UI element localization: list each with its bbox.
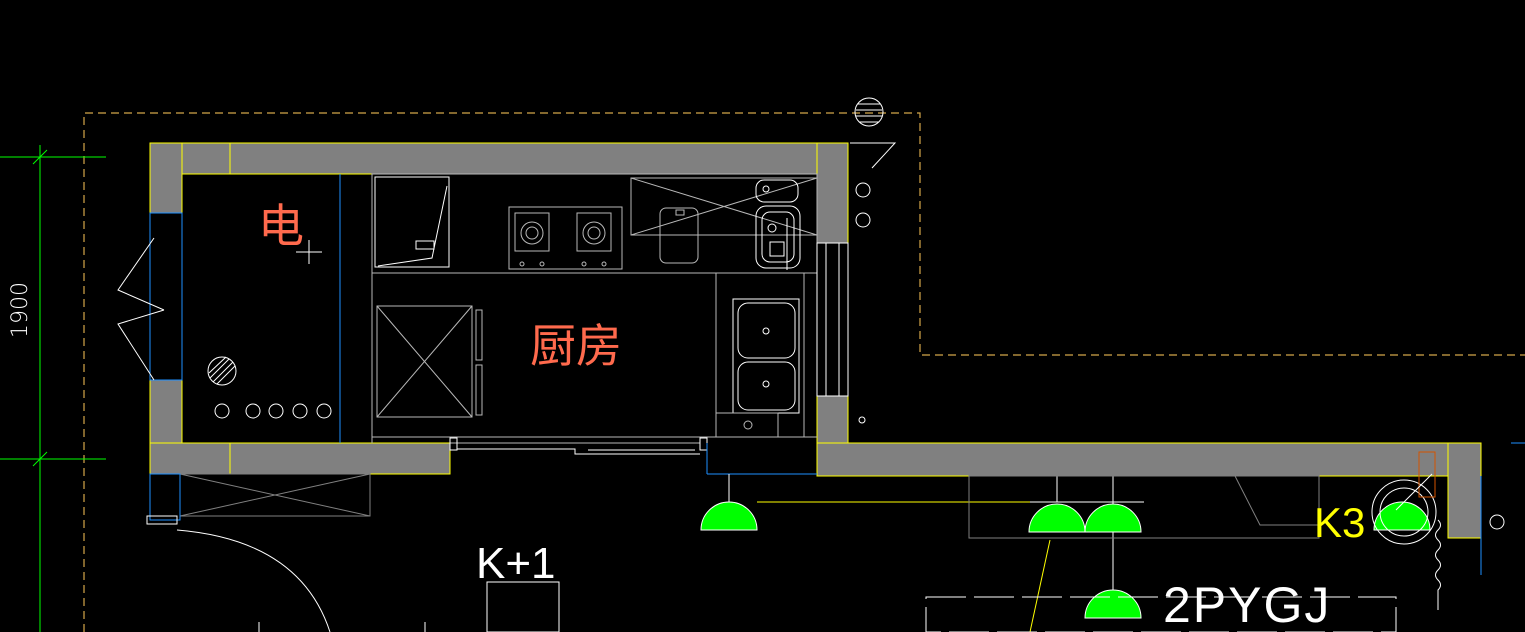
exhaust-symbol xyxy=(850,97,897,424)
double-sink xyxy=(732,298,800,414)
crosshair-mark xyxy=(296,240,322,264)
wall-bottom-left xyxy=(149,442,451,475)
dimension-label: 1900 xyxy=(8,282,33,338)
dimension-line xyxy=(0,145,106,632)
lamp-symbol xyxy=(1373,501,1431,531)
lamp-symbol xyxy=(1084,589,1142,619)
fridge xyxy=(374,176,450,268)
circuit-tag-k1: K+1 xyxy=(476,539,556,588)
cooktop xyxy=(508,206,623,270)
wall-top xyxy=(149,142,849,175)
kitchen-fixtures xyxy=(371,173,849,475)
lamp-symbol xyxy=(1028,503,1086,533)
meter-symbol xyxy=(207,356,237,386)
wall-segments xyxy=(149,142,1482,539)
wall-right-upper xyxy=(816,142,849,244)
circuit-tag-k3: K3 xyxy=(1314,499,1365,546)
wall-left-upper xyxy=(149,142,183,214)
lower-left-fixtures xyxy=(146,473,371,632)
lamp-symbol xyxy=(700,501,758,531)
table xyxy=(376,305,473,418)
entry-door xyxy=(117,212,183,381)
lower-right-linework xyxy=(258,442,1525,632)
wall-end-column xyxy=(1447,442,1482,539)
dashed-boundary xyxy=(83,112,1525,632)
breaker-circles xyxy=(214,403,332,419)
kitchen-room-label: 厨房 xyxy=(530,319,622,373)
lamp-fixtures xyxy=(700,474,1431,619)
wall-bottom-long xyxy=(816,442,1480,477)
panel-tag: 2PYGJ xyxy=(1163,577,1331,632)
lamp-symbol xyxy=(1084,503,1142,533)
electrical-room-label: 电 xyxy=(258,199,304,253)
